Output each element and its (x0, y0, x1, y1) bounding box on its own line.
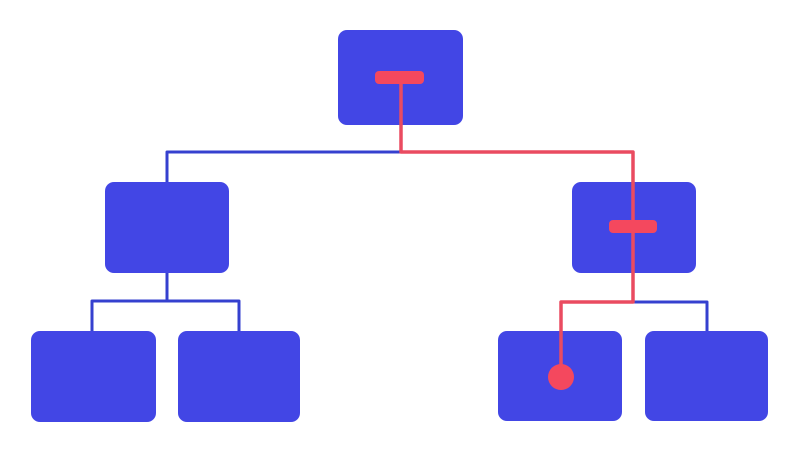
node-left-leaf-2 (178, 331, 300, 422)
node-right-leaf-2 (645, 331, 768, 421)
node-right-leaf-1 (498, 331, 622, 421)
node-right-child (572, 182, 696, 273)
edge-left-child-to-left-leaves (90, 273, 241, 331)
node-root (338, 30, 463, 125)
edge-root-to-left-child (165, 150, 401, 182)
edge-right-child-to-right-leaf-2 (633, 300, 709, 331)
node-left-leaf-1 (31, 331, 156, 422)
node-left-child (105, 182, 229, 273)
